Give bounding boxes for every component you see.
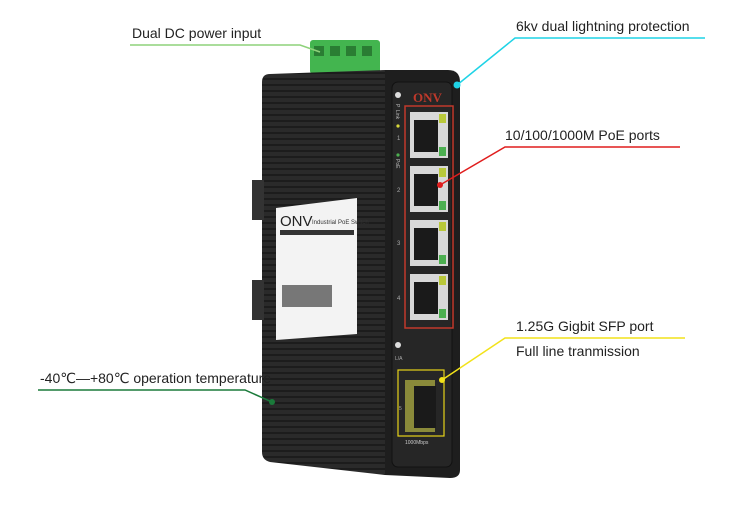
poe-ports-callout: 10/100/1000M PoE ports [505, 127, 660, 143]
rj45-port [410, 274, 448, 320]
poe-led [396, 153, 400, 157]
led-label-poe: PoE [394, 159, 400, 169]
poe-callout-line [439, 146, 680, 186]
din-clip [252, 280, 264, 320]
port-socket [414, 228, 438, 260]
lightning-callout: 6kv dual lightning protection [516, 18, 690, 34]
din-clip [252, 180, 264, 220]
port-number: 4 [397, 296, 401, 302]
port-led [439, 255, 446, 264]
dc-power-callout: Dual DC power input [132, 25, 262, 41]
power-led [395, 92, 401, 98]
led-label: P [394, 104, 400, 108]
rj45-port [410, 112, 448, 158]
sfp-port-number: 5 [399, 406, 402, 412]
sfp-highlight [397, 369, 445, 437]
front-brand-logo: ONV [413, 90, 443, 105]
sfp-callout: 1.25G Gigbit SFP port [516, 318, 654, 334]
temperature-callout-line [38, 389, 273, 403]
port-led [439, 222, 446, 231]
product-label: ONV Industrial PoE Switch [276, 198, 369, 340]
link-led [396, 124, 400, 128]
port-led [439, 309, 446, 318]
lightning-callout-line [456, 37, 705, 86]
port-number: 1 [397, 136, 401, 142]
dc-terminal-connector [310, 40, 380, 74]
label-brand: ONV [280, 213, 313, 230]
led-label-link: Link [394, 110, 400, 120]
port-led [439, 168, 446, 177]
temperature-callout: -40℃—+80℃ operation temperature [40, 370, 272, 386]
port-led [439, 147, 446, 156]
port-led [439, 201, 446, 210]
poe-ports-highlight [404, 105, 454, 329]
port-number: 2 [397, 188, 401, 194]
rj45-port [410, 166, 448, 212]
port-socket [414, 120, 438, 152]
port-led [439, 276, 446, 285]
port-socket [414, 174, 438, 206]
link-activity-led [395, 342, 401, 348]
port-number: 3 [397, 241, 401, 247]
dc-callout-line [130, 44, 321, 53]
rj45-port [410, 220, 448, 266]
led-label: L/A [395, 356, 403, 362]
sfp-callout-subtext: Full line tranmission [516, 343, 640, 359]
sfp-speed-label: 1000Mbps [405, 440, 429, 446]
port-socket [414, 282, 438, 314]
label-title: Industrial PoE Switch [312, 220, 369, 226]
port-led [439, 114, 446, 123]
sfp-callout-line [441, 337, 685, 381]
